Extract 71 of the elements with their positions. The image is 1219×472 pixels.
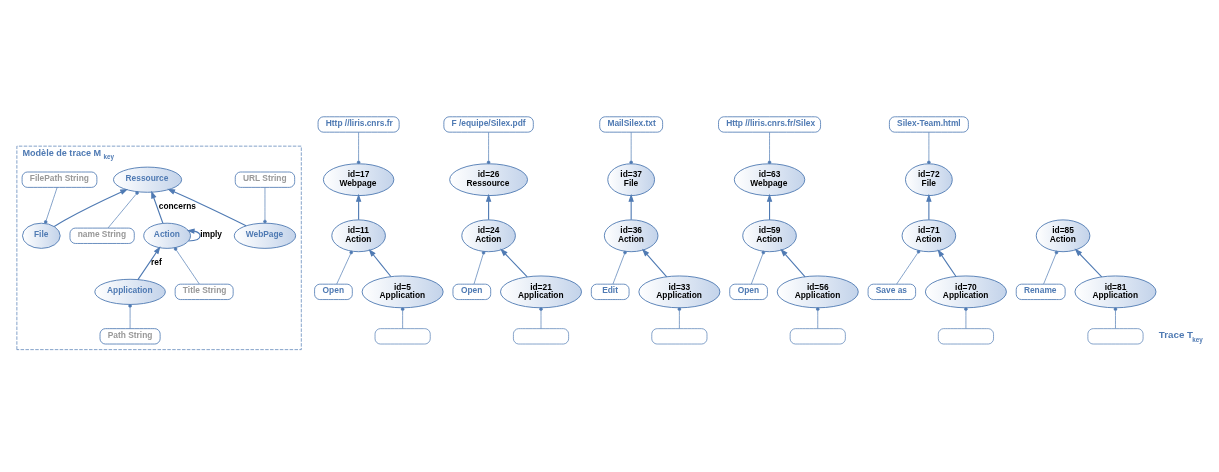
connector [539, 307, 543, 329]
connector [964, 307, 968, 329]
node-box [789, 328, 846, 345]
node-ellipse: id=72 File [905, 163, 953, 197]
node-box: MailSilex.txt [599, 116, 664, 133]
arrow [641, 248, 668, 278]
node-box [1087, 328, 1144, 345]
node-box: Rename [1015, 283, 1066, 300]
node-box: Edit [590, 283, 630, 300]
connector [400, 307, 405, 329]
node-ellipse: WebPage [233, 222, 297, 249]
node-box: Title String [174, 283, 234, 300]
node-box: URL String [234, 171, 296, 188]
node-box: Open [729, 283, 768, 300]
arrow [167, 188, 247, 227]
connector [677, 307, 682, 329]
arrow [186, 228, 201, 242]
node-box [513, 328, 569, 345]
node-ellipse: Application [94, 278, 166, 305]
connector [1113, 307, 1118, 329]
connector [816, 307, 820, 329]
node-ellipse: id=63 Webpage [733, 163, 806, 197]
connector [128, 304, 132, 329]
connector [767, 131, 772, 165]
connector [107, 191, 139, 229]
arrow [628, 193, 634, 221]
node-box: Path String [99, 328, 161, 345]
connector [629, 131, 633, 165]
arrow [137, 246, 161, 281]
label: Trace T$_{key}$ [1158, 329, 1203, 343]
connector [473, 251, 486, 285]
connector [1043, 250, 1059, 285]
connector [263, 187, 267, 224]
node-box [374, 328, 431, 345]
node-ellipse: id=26 Ressource [449, 163, 528, 197]
node-box: Http //liris.cnrs.fr [317, 116, 400, 133]
edge-label: ref [151, 257, 162, 268]
node-ellipse: id=17 Webpage [322, 163, 395, 197]
node-box [651, 328, 708, 345]
arrow [151, 190, 164, 224]
arrow [1074, 248, 1103, 278]
arrow [355, 193, 362, 221]
connector [173, 247, 200, 285]
node-box: Silex-Team.html [888, 116, 969, 133]
node-box [937, 328, 994, 345]
connector [750, 250, 766, 285]
node-box: Http //liris.cnrs.fr/Silex [718, 116, 821, 133]
connector [43, 187, 58, 224]
arrow [500, 248, 528, 278]
connector [336, 250, 353, 285]
edge-label: concerns [158, 201, 196, 212]
node-box: Open [452, 283, 492, 300]
arrow [766, 193, 773, 221]
arrow [53, 188, 129, 228]
node-box: F /equipe/Silex.pdf [443, 116, 534, 133]
node-box: Save as [867, 283, 916, 300]
arrow [485, 193, 492, 221]
arrow [926, 193, 932, 221]
connector [896, 250, 921, 285]
node-box: FilePath String [21, 171, 98, 188]
connector [486, 131, 491, 165]
node-ellipse: id=37 File [607, 163, 655, 197]
connector [356, 131, 361, 165]
connector [612, 250, 627, 285]
node-box: name String [69, 227, 135, 244]
edge-label: imply [200, 229, 223, 240]
node-box: Open [314, 283, 353, 300]
arrow [780, 248, 806, 278]
arrow [368, 248, 392, 278]
arrow [937, 249, 957, 278]
connector [927, 131, 931, 165]
